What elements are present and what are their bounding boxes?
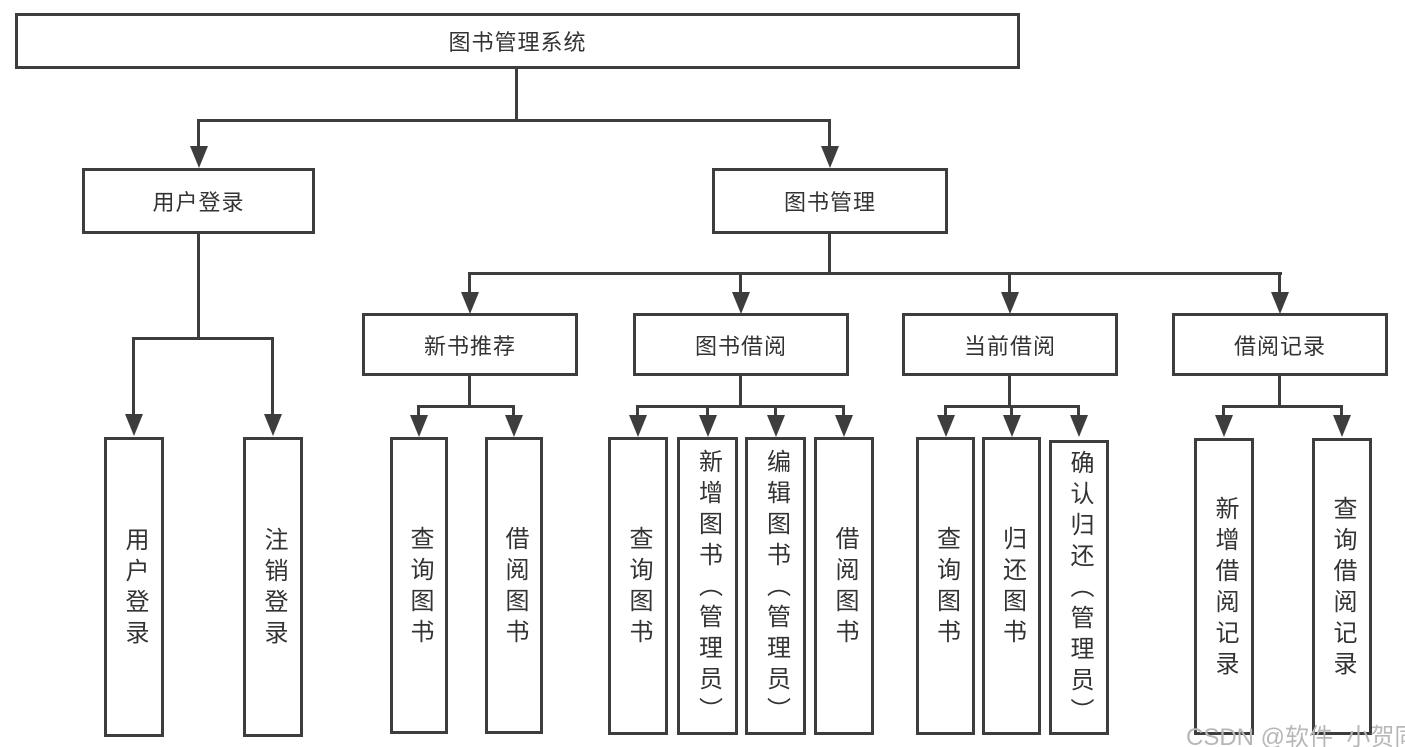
- node-query-books-2: 查询图书: [608, 437, 668, 735]
- node-query-borrow-record: 查询借阅记录: [1312, 438, 1372, 735]
- connector: [706, 405, 709, 417]
- node-label: 图书管理: [783, 190, 876, 215]
- connector: [944, 405, 947, 417]
- connector: [842, 405, 845, 417]
- node-user-login-branch: 用户登录: [82, 168, 315, 234]
- arrow-down-icon: [732, 292, 750, 314]
- connector: [512, 405, 515, 417]
- connector: [1008, 376, 1011, 407]
- connector: [1008, 272, 1011, 294]
- arrow-down-icon: [767, 415, 785, 437]
- connector: [739, 376, 742, 407]
- node-label: 新增借阅记录: [1211, 495, 1238, 682]
- node-borrow-books-1: 借阅图书: [485, 437, 543, 734]
- node-label: 新增图书（管理员）: [694, 448, 722, 728]
- connector: [1340, 405, 1343, 417]
- arrow-down-icon: [937, 415, 955, 437]
- arrow-down-icon: [505, 415, 523, 437]
- node-label: 借阅记录: [1233, 333, 1326, 359]
- connector: [774, 405, 777, 417]
- arrow-down-icon: [125, 414, 143, 436]
- node-label: 注销登录: [260, 527, 287, 651]
- node-borrow-records: 借阅记录: [1172, 313, 1388, 376]
- connector: [1010, 405, 1013, 417]
- node-logout: 注销登录: [243, 437, 303, 737]
- connector: [828, 119, 831, 148]
- arrow-down-icon: [1215, 415, 1233, 437]
- arrow-down-icon: [699, 415, 717, 437]
- connector: [1278, 272, 1281, 294]
- connector: [468, 272, 471, 294]
- connector: [417, 405, 515, 408]
- connector: [197, 119, 831, 122]
- arrow-down-icon: [461, 292, 479, 314]
- node-return-books: 归还图书: [982, 437, 1041, 735]
- connector: [636, 405, 845, 408]
- connector: [1222, 405, 1225, 417]
- node-label: 查询图书: [932, 526, 960, 650]
- connector: [1278, 376, 1281, 407]
- node-label: 查询图书: [625, 526, 652, 650]
- arrow-down-icon: [1003, 415, 1021, 437]
- node-label: 确认归还（管理员）: [1066, 450, 1093, 729]
- node-label: 新书推荐: [423, 333, 516, 359]
- node-confirm-return-admin: 确认归还（管理员）: [1049, 440, 1109, 735]
- node-root-system: 图书管理系统: [15, 13, 1020, 69]
- node-user-login: 用户登录: [104, 437, 164, 737]
- connector: [468, 376, 471, 407]
- node-current-borrow: 当前借阅: [902, 313, 1118, 376]
- arrow-down-icon: [264, 414, 282, 436]
- node-borrow-books-2: 借阅图书: [814, 437, 874, 735]
- node-label: 图书借阅: [694, 333, 787, 359]
- node-label: 编辑图书（管理员）: [762, 448, 790, 728]
- connector: [515, 68, 518, 121]
- arrow-down-icon: [1271, 292, 1289, 314]
- connector: [636, 405, 639, 417]
- connector: [417, 405, 420, 417]
- connector: [197, 234, 200, 338]
- arrow-down-icon: [1070, 415, 1088, 437]
- arrow-down-icon: [190, 146, 208, 168]
- connector: [739, 272, 742, 294]
- connector: [271, 337, 274, 414]
- connector: [1077, 405, 1080, 417]
- node-label: 用户登录: [152, 190, 245, 215]
- arrow-down-icon: [410, 415, 428, 437]
- node-query-books-3: 查询图书: [916, 437, 975, 735]
- node-book-management: 图书管理: [712, 168, 948, 234]
- csdn-watermark: CSDN @软件_小贺同学: [1186, 724, 1405, 747]
- node-new-book-recommend: 新书推荐: [362, 313, 578, 376]
- node-label: 图书管理系统: [448, 30, 587, 55]
- node-add-borrow-record: 新增借阅记录: [1194, 438, 1254, 735]
- arrow-down-icon: [1001, 292, 1019, 314]
- node-label: 借阅图书: [501, 525, 528, 650]
- node-label: 查询借阅记录: [1329, 495, 1356, 682]
- connector: [197, 119, 200, 148]
- arrow-down-icon: [1333, 415, 1351, 437]
- connector: [132, 337, 135, 414]
- node-query-books-1: 查询图书: [390, 437, 448, 734]
- node-add-books-admin: 新增图书（管理员）: [677, 437, 738, 735]
- connector: [828, 234, 831, 274]
- connector: [132, 337, 273, 340]
- connector: [1222, 405, 1343, 408]
- node-label: 借阅图书: [831, 526, 858, 650]
- node-label: 当前借阅: [963, 333, 1056, 359]
- node-label: 用户登录: [121, 527, 148, 651]
- arrow-down-icon: [821, 146, 839, 168]
- arrow-down-icon: [835, 415, 853, 437]
- node-label: 归还图书: [998, 526, 1026, 650]
- node-edit-books-admin: 编辑图书（管理员）: [745, 437, 806, 735]
- connector: [468, 272, 1282, 275]
- arrow-down-icon: [629, 415, 647, 437]
- node-book-borrow: 图书借阅: [633, 313, 849, 376]
- node-label: 查询图书: [406, 525, 433, 650]
